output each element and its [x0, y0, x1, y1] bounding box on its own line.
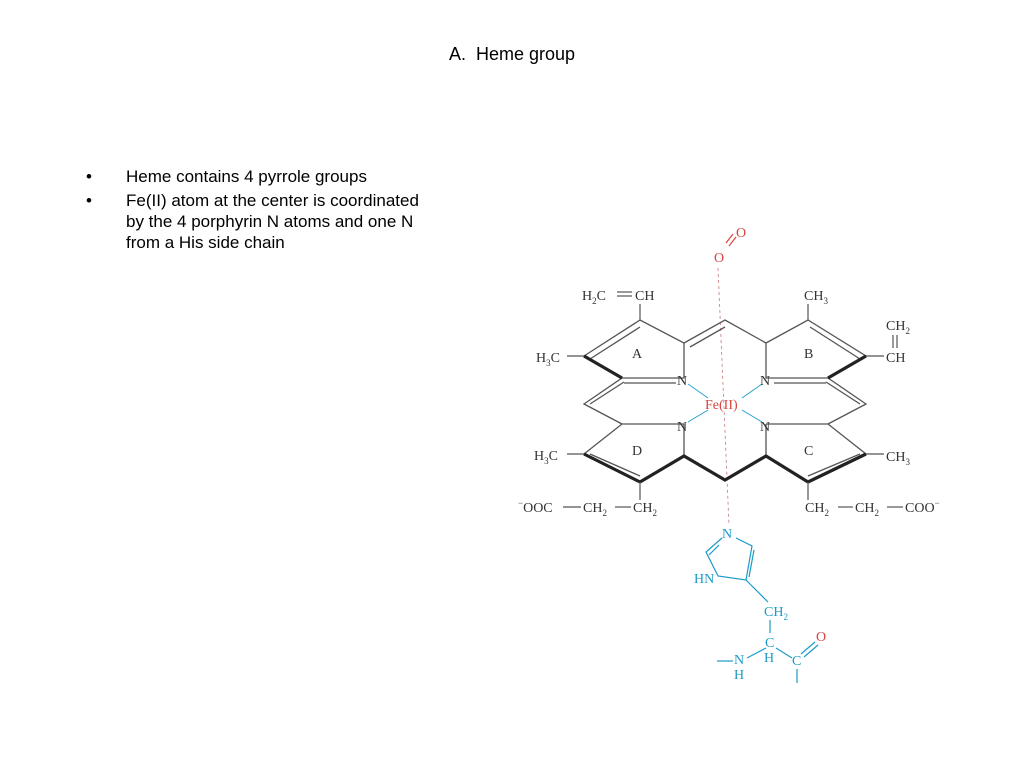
bullet-text-line: from a His side chain — [126, 233, 285, 252]
methyl-ch-label: CH — [804, 289, 823, 304]
ring-label-c: C — [804, 444, 813, 459]
svg-text:CH2: CH2 — [805, 501, 829, 518]
subscript-label: 3 — [905, 457, 910, 467]
left-propionate-chain: −OOC CH2 CH2 — [518, 498, 657, 518]
his-ring-hn-label: HN — [694, 572, 714, 587]
subscript-label: 2 — [824, 508, 829, 518]
methyl-h-label: H — [534, 449, 544, 464]
oxygen-label-top: O — [736, 226, 746, 241]
his-carbonyl-c-label: C — [792, 654, 801, 669]
subscript-label: 2 — [602, 508, 607, 518]
slide-title: A. Heme group — [448, 44, 576, 64]
vinyl-ch-label: CH — [886, 351, 905, 366]
heme-structure-diagram: O O — [518, 226, 940, 683]
vinyl-ch-label: CH — [635, 289, 654, 304]
ring-a-substituents: H2C CH H3C — [536, 289, 654, 368]
ring-label-b: B — [804, 347, 813, 362]
methyl-ch-label: CH — [886, 450, 905, 465]
ring-c-substituents: CH3 — [807, 450, 910, 500]
vinyl-ch2-label: CH — [886, 319, 905, 334]
bullet-text-line: by the 4 porphyrin N atoms and one N — [126, 212, 414, 231]
nitrogen-label: N — [760, 420, 770, 435]
his-carbonyl-o-label: O — [816, 630, 826, 645]
svg-text:CH2: CH2 — [633, 501, 657, 518]
subscript-label: 3 — [544, 456, 549, 466]
bullet-list: • Heme contains 4 pyrrole groups • Fe(II… — [86, 166, 486, 256]
bullet-item: • Fe(II) atom at the center is coordinat… — [86, 190, 486, 253]
oxygen-label-bottom: O — [714, 251, 724, 266]
methylene-label: CH — [583, 501, 602, 516]
svg-text:COO−: COO− — [905, 498, 940, 516]
subscript-label: 2 — [652, 508, 657, 518]
bullet-marker: • — [86, 167, 92, 186]
nitrogen-label: N — [760, 374, 770, 389]
his-amide-n-label: N — [734, 653, 744, 668]
iron-label: Fe(II) — [705, 398, 738, 413]
svg-text:H2C: H2C — [582, 289, 606, 306]
nitrogen-label: N — [677, 374, 687, 389]
carboxylate-label: COO — [905, 501, 935, 516]
svg-text:CH3: CH3 — [886, 450, 910, 467]
svg-text:CH3: CH3 — [804, 289, 828, 306]
ring-label-a: A — [632, 347, 643, 362]
his-ring-n-label: N — [722, 527, 732, 542]
bullet-marker: • — [86, 191, 92, 210]
porphyrin-front-bonds — [583, 354, 867, 484]
methylene-label: CH — [855, 501, 874, 516]
bullet-item: • Heme contains 4 pyrrole groups — [86, 166, 486, 187]
svg-text:CH2: CH2 — [886, 319, 910, 336]
vinyl-h-label: H — [582, 289, 592, 304]
methylene-label: CH — [633, 501, 652, 516]
svg-text:−OOC: −OOC — [518, 498, 553, 516]
subscript-label: 3 — [823, 296, 828, 306]
right-propionate-chain: CH2 CH2 COO− — [805, 498, 940, 518]
svg-text:H3C: H3C — [536, 351, 560, 368]
his-amide-h-label: H — [734, 668, 744, 683]
bullet-text: Heme contains 4 pyrrole groups — [126, 167, 367, 186]
superscript-label: − — [518, 498, 523, 508]
ring-d-substituents: H3C — [534, 449, 641, 500]
methylene-label: CH — [805, 501, 824, 516]
methyl-h-label: H — [536, 351, 546, 366]
his-alpha-c-label: C — [765, 636, 774, 651]
histidine-residue: N HN CH2 C H N H C O — [694, 527, 826, 683]
his-ch2-label: CH — [764, 605, 783, 620]
svg-text:CH2: CH2 — [583, 501, 607, 518]
subscript-label: 2 — [874, 508, 879, 518]
methyl-c-label: C — [551, 351, 560, 366]
nitrogen-label: N — [677, 420, 687, 435]
his-alpha-h-label: H — [764, 651, 774, 666]
subscript-label: 2 — [592, 296, 597, 306]
subscript-label: 2 — [783, 612, 788, 622]
vinyl-c-label: C — [597, 289, 606, 304]
methyl-c-label: C — [549, 449, 558, 464]
subscript-label: 3 — [546, 358, 551, 368]
ring-label-d: D — [632, 444, 642, 459]
coordination-dash-line — [717, 267, 730, 526]
superscript-label: − — [935, 498, 940, 508]
svg-text:CH2: CH2 — [764, 605, 788, 622]
svg-text:CH2: CH2 — [855, 501, 879, 518]
ring-b-substituents: CH3 CH2 CH — [804, 289, 910, 366]
svg-text:H3C: H3C — [534, 449, 558, 466]
bullet-text-line: Fe(II) atom at the center is coordinated — [126, 191, 419, 210]
oxygen-molecule: O O — [714, 226, 746, 266]
subscript-label: 2 — [905, 326, 910, 336]
carboxylate-label: OOC — [523, 501, 553, 516]
